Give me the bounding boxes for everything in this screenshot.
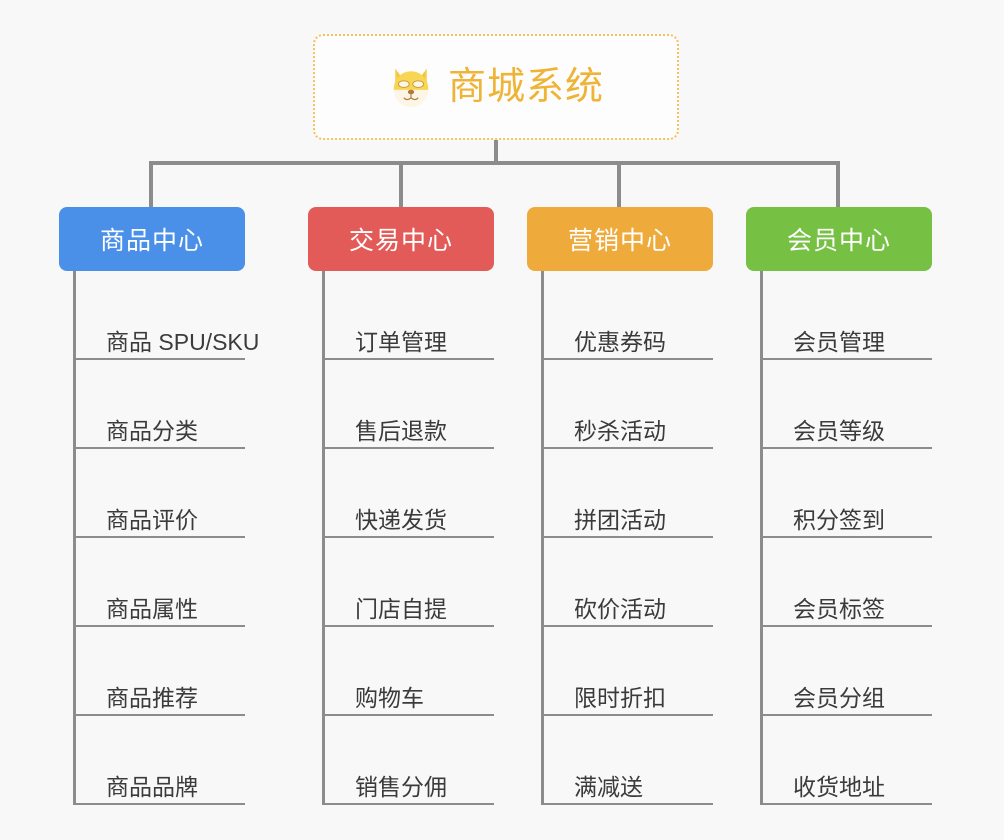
root-title: 商城系统 [447,66,604,108]
connector-drop-0 [149,161,153,207]
branch-column-trade: 交易中心 订单管理 售后退款 快递发货 门店自提 购物车 销售分佣 [308,207,494,805]
leaf-item[interactable]: 购物车 [325,627,494,716]
leaf-label: 商品评价 [106,506,198,533]
leaf-label: 售后退款 [355,417,447,444]
branch-header-label: 商品中心 [99,227,204,255]
leaf-item[interactable]: 砍价活动 [544,538,713,627]
branch-column-member: 会员中心 会员管理 会员等级 积分签到 会员标签 会员分组 收货地址 [746,207,932,805]
leaf-item[interactable]: 会员等级 [763,360,932,449]
leaf-item[interactable]: 商品 SPU/SKU [76,271,259,360]
connector-drop-3 [836,161,840,207]
leaf-label: 商品属性 [106,595,198,622]
branch-items-product: 商品 SPU/SKU 商品分类 商品评价 商品属性 商品推荐 商品品牌 [73,271,259,805]
leaf-label: 购物车 [355,684,424,711]
leaf-label: 积分签到 [793,506,885,533]
leaf-item[interactable]: 会员标签 [763,538,932,627]
leaf-label: 商品推荐 [106,684,198,711]
branch-items-marketing: 优惠券码 秒杀活动 拼团活动 砍价活动 限时折扣 满减送 [541,271,713,805]
leaf-item[interactable]: 收货地址 [763,716,932,805]
connector-drop-1 [399,161,403,207]
leaf-item[interactable]: 售后退款 [325,360,494,449]
leaf-item[interactable]: 积分签到 [763,449,932,538]
leaf-label: 会员分组 [793,684,885,711]
leaf-label: 收货地址 [793,773,885,800]
branch-items-member: 会员管理 会员等级 积分签到 会员标签 会员分组 收货地址 [760,271,932,805]
leaf-item[interactable]: 商品品牌 [76,716,245,805]
branch-header-member[interactable]: 会员中心 [746,207,932,271]
leaf-item[interactable]: 会员管理 [763,271,932,360]
leaf-label: 限时折扣 [574,684,666,711]
branch-header-trade[interactable]: 交易中心 [308,207,494,271]
leaf-label: 销售分佣 [355,773,447,800]
leaf-item[interactable]: 商品评价 [76,449,245,538]
branch-column-marketing: 营销中心 优惠券码 秒杀活动 拼团活动 砍价活动 限时折扣 满减送 [527,207,713,805]
branch-items-trade: 订单管理 售后退款 快递发货 门店自提 购物车 销售分佣 [322,271,494,805]
branch-header-label: 营销中心 [567,227,672,255]
leaf-label: 会员标签 [793,595,885,622]
leaf-item[interactable]: 商品推荐 [76,627,245,716]
leaf-item[interactable]: 商品分类 [76,360,245,449]
leaf-label: 订单管理 [355,328,447,355]
root-node[interactable]: 商城系统 [313,34,679,140]
connector-root-stem [494,140,498,165]
leaf-label: 门店自提 [355,595,447,622]
leaf-item[interactable]: 拼团活动 [544,449,713,538]
leaf-item[interactable]: 秒杀活动 [544,360,713,449]
leaf-item[interactable]: 门店自提 [325,538,494,627]
branch-header-label: 会员中心 [786,227,891,255]
leaf-item[interactable]: 快递发货 [325,449,494,538]
leaf-item[interactable]: 优惠券码 [544,271,713,360]
leaf-label: 商品分类 [106,417,198,444]
leaf-item[interactable]: 限时折扣 [544,627,713,716]
leaf-label: 优惠券码 [574,328,666,355]
branch-column-product: 商品中心 商品 SPU/SKU 商品分类 商品评价 商品属性 商品推荐 商品品牌 [59,207,259,805]
leaf-label: 会员等级 [793,417,885,444]
connector-drop-2 [617,161,621,207]
leaf-label: 拼团活动 [574,506,666,533]
branch-header-product[interactable]: 商品中心 [59,207,245,271]
leaf-item[interactable]: 会员分组 [763,627,932,716]
leaf-item[interactable]: 销售分佣 [325,716,494,805]
leaf-label: 满减送 [574,773,643,800]
branch-header-marketing[interactable]: 营销中心 [527,207,713,271]
leaf-label: 快递发货 [355,506,447,533]
connector-bus [149,161,840,165]
leaf-label: 砍价活动 [574,595,666,622]
leaf-label: 会员管理 [793,328,885,355]
dog-face-icon [393,68,429,108]
leaf-item[interactable]: 商品属性 [76,538,245,627]
branch-header-label: 交易中心 [348,227,453,255]
leaf-item[interactable]: 满减送 [544,716,713,805]
leaf-item[interactable]: 订单管理 [325,271,494,360]
leaf-label: 商品品牌 [106,773,198,800]
leaf-label: 商品 SPU/SKU [106,328,260,355]
leaf-label: 秒杀活动 [574,417,666,444]
